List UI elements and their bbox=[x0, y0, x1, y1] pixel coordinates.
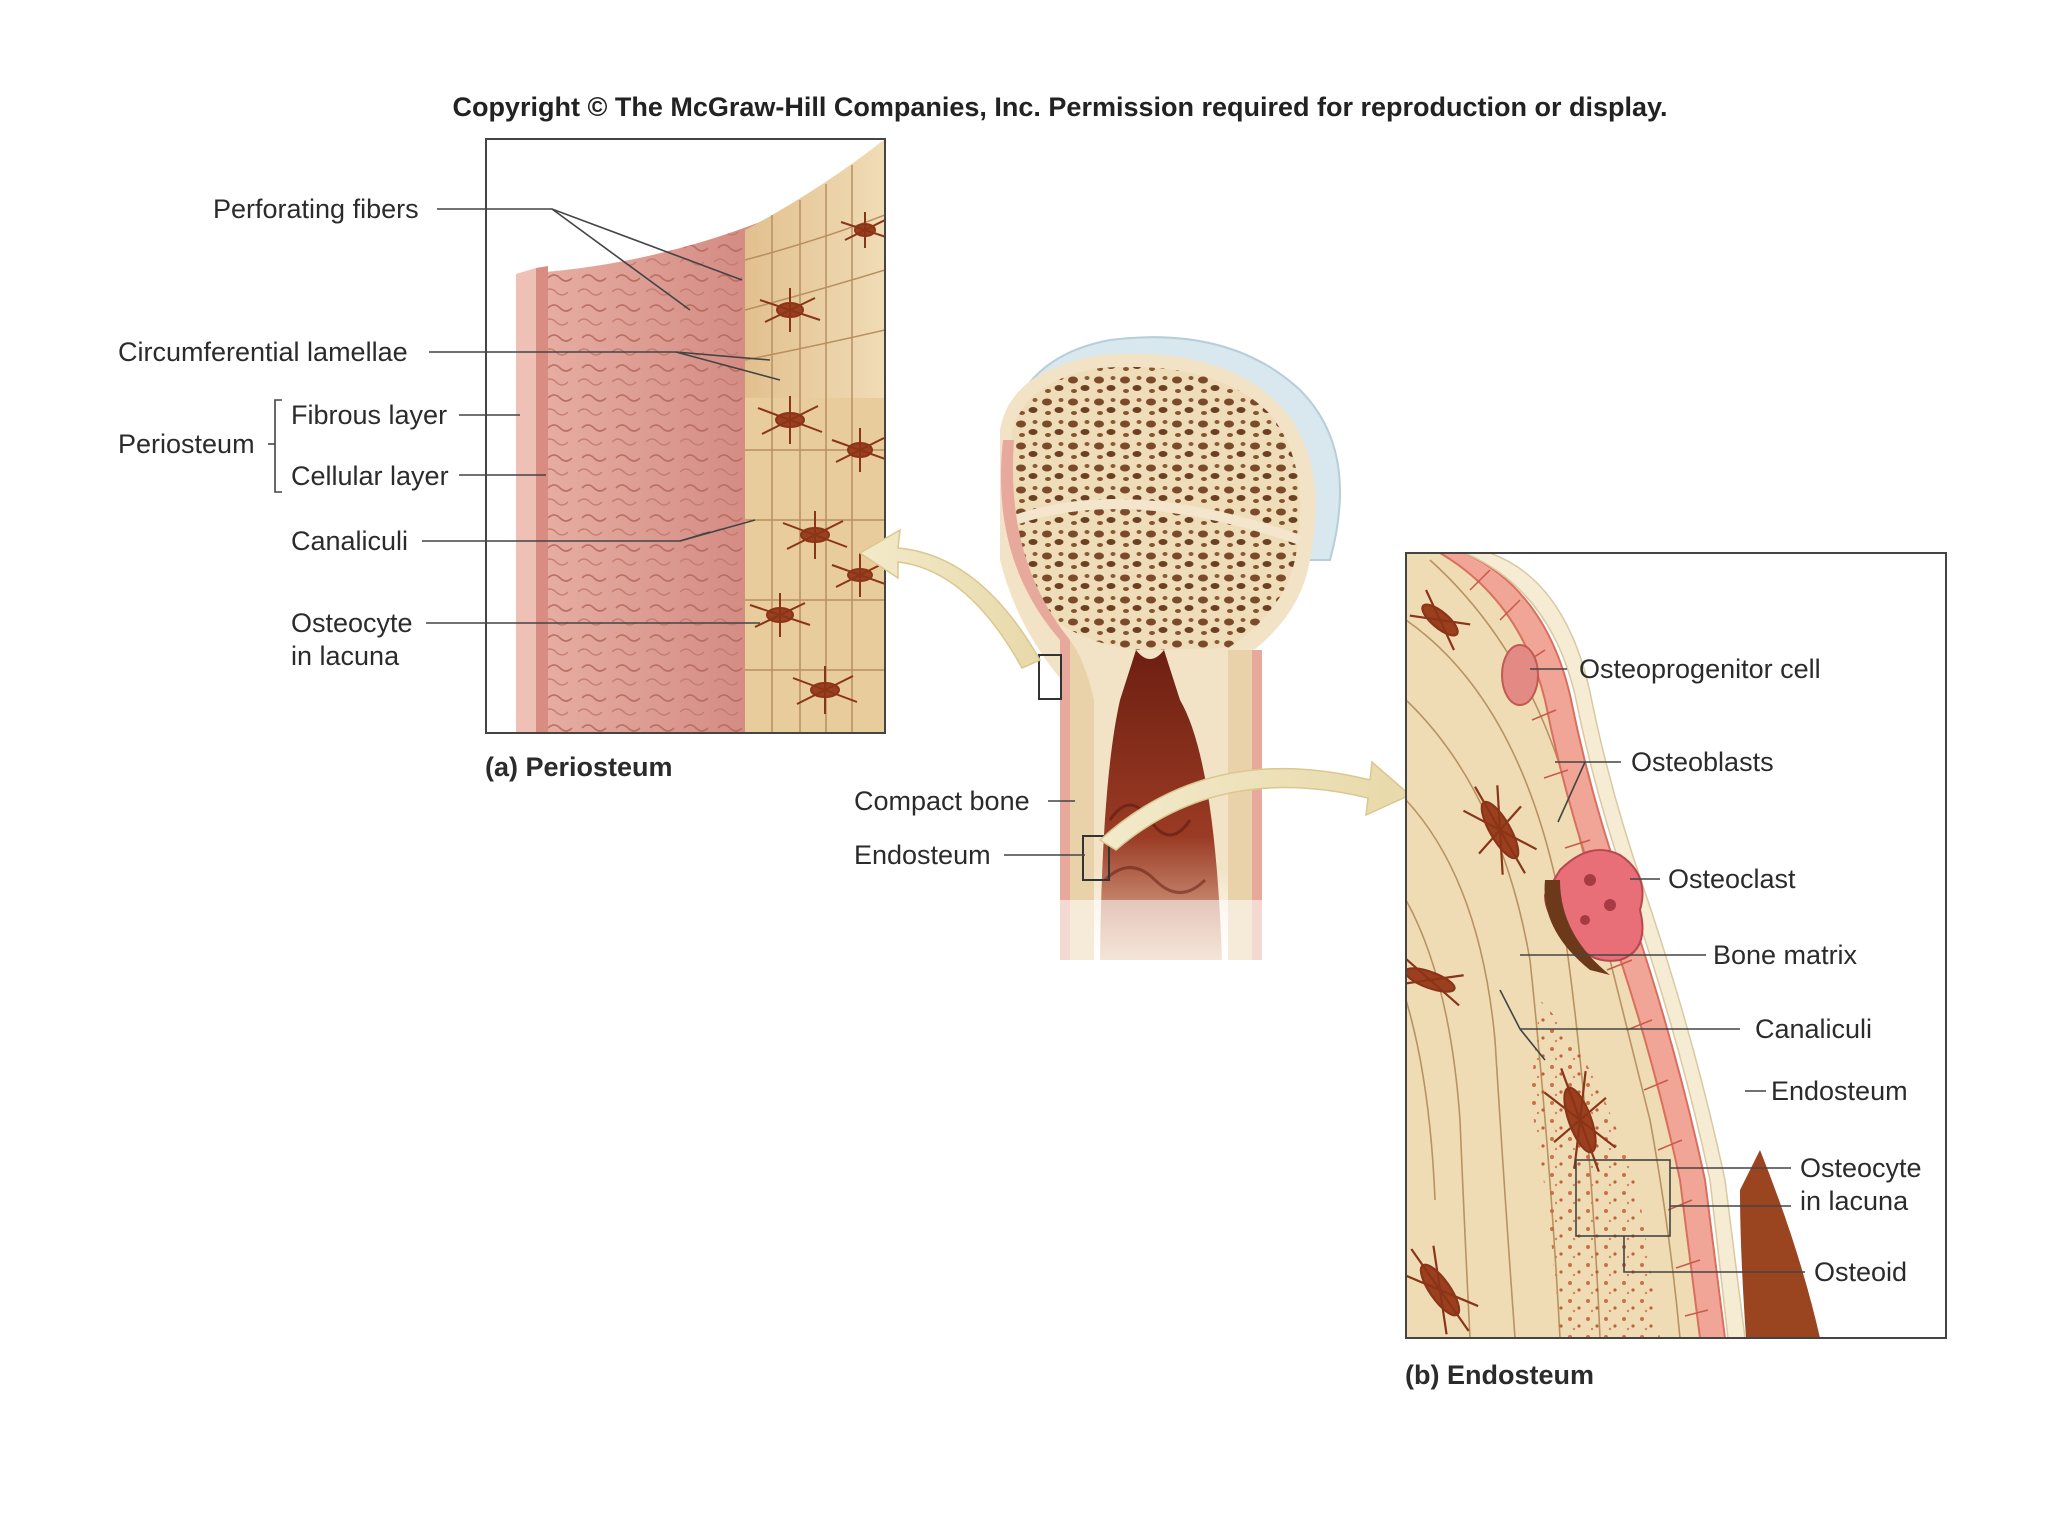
periosteum-panel bbox=[485, 138, 886, 734]
endosteum-leader-lines bbox=[1499, 668, 1805, 1273]
label-bone-matrix: Bone matrix bbox=[1713, 940, 1858, 970]
center-leader-lines bbox=[1004, 800, 1085, 856]
label-perforating-fibers: Perforating fibers bbox=[213, 194, 419, 224]
label-compact-bone: Compact bone bbox=[854, 786, 1030, 816]
label-canaliculi-a: Canaliculi bbox=[291, 526, 409, 556]
label-osteocyte-a: Osteocyte bbox=[291, 608, 413, 638]
copyright-notice: Copyright © The McGraw-Hill Companies, I… bbox=[452, 92, 1668, 122]
label-canaliculi-b: Canaliculi bbox=[1755, 1014, 1873, 1044]
label-endosteum-center: Endosteum bbox=[854, 840, 991, 870]
label-osteoprogenitor-cell: Osteoprogenitor cell bbox=[1579, 654, 1821, 684]
label-in-lacuna-a: in lacuna bbox=[291, 641, 400, 671]
label-fibrous-layer: Fibrous layer bbox=[291, 400, 448, 430]
caption-periosteum: (a) Periosteum bbox=[485, 752, 673, 782]
label-osteoblasts: Osteoblasts bbox=[1631, 747, 1774, 777]
label-circumferential-lamellae: Circumferential lamellae bbox=[118, 337, 408, 367]
endosteum-panel bbox=[1405, 552, 1947, 1339]
label-endosteum-b: Endosteum bbox=[1771, 1076, 1908, 1106]
label-in-lacuna-b: in lacuna bbox=[1800, 1186, 1909, 1216]
label-osteoclast: Osteoclast bbox=[1668, 864, 1796, 894]
caption-endosteum: (b) Endosteum bbox=[1405, 1360, 1594, 1390]
label-periosteum: Periosteum bbox=[118, 429, 255, 459]
bone-illustration bbox=[1000, 336, 1341, 970]
periosteum-leader-lines bbox=[268, 208, 781, 624]
label-osteocyte-b: Osteocyte bbox=[1800, 1153, 1922, 1183]
label-osteoid: Osteoid bbox=[1814, 1257, 1908, 1287]
label-cellular-layer: Cellular layer bbox=[291, 461, 449, 491]
